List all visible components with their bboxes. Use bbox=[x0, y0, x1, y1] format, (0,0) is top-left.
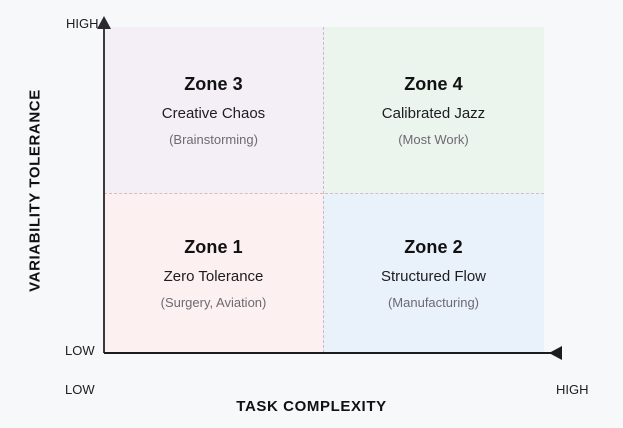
y-axis-title: VARIABILITY TOLERANCE bbox=[26, 89, 44, 292]
x-axis-tick-high: HIGH bbox=[556, 382, 589, 397]
y-axis-line bbox=[103, 27, 105, 353]
arrow-left-icon bbox=[549, 346, 562, 360]
zone-4-example: (Most Work) bbox=[398, 131, 469, 147]
zone-2-title: Zone 2 bbox=[404, 236, 463, 257]
quadrant-zone-4[interactable]: Zone 4 Calibrated Jazz (Most Work) bbox=[323, 27, 544, 193]
zone-1-example: (Surgery, Aviation) bbox=[160, 294, 267, 310]
x-axis-tick-low: LOW bbox=[65, 382, 95, 397]
zone-3-example: (Brainstorming) bbox=[169, 131, 258, 147]
zone-3-name: Creative Chaos bbox=[161, 104, 266, 122]
arrow-up-icon bbox=[97, 16, 111, 29]
zone-3-title: Zone 3 bbox=[184, 73, 243, 94]
x-axis-line bbox=[104, 352, 559, 354]
zone-1-title: Zone 1 bbox=[184, 236, 243, 257]
quadrant-zone-1[interactable]: Zone 1 Zero Tolerance (Surgery, Aviation… bbox=[104, 193, 323, 353]
zone-1-name: Zero Tolerance bbox=[163, 267, 264, 285]
quadrant-divider-vertical bbox=[323, 27, 324, 353]
zone-2-example: (Manufacturing) bbox=[387, 294, 480, 310]
zone-4-title: Zone 4 bbox=[404, 73, 463, 94]
zone-2-name: Structured Flow bbox=[380, 267, 487, 285]
zone-4-name: Calibrated Jazz bbox=[381, 104, 486, 122]
plot-area: Zone 3 Creative Chaos (Brainstorming) Zo… bbox=[104, 27, 544, 353]
quadrant-divider-horizontal bbox=[104, 193, 544, 194]
y-axis-tick-low: LOW bbox=[65, 343, 95, 358]
quadrant-zone-2[interactable]: Zone 2 Structured Flow (Manufacturing) bbox=[323, 193, 544, 353]
y-axis-tick-high: HIGH bbox=[66, 16, 99, 31]
x-axis-title: TASK COMPLEXITY bbox=[236, 398, 387, 415]
quadrant-zone-3[interactable]: Zone 3 Creative Chaos (Brainstorming) bbox=[104, 27, 323, 193]
